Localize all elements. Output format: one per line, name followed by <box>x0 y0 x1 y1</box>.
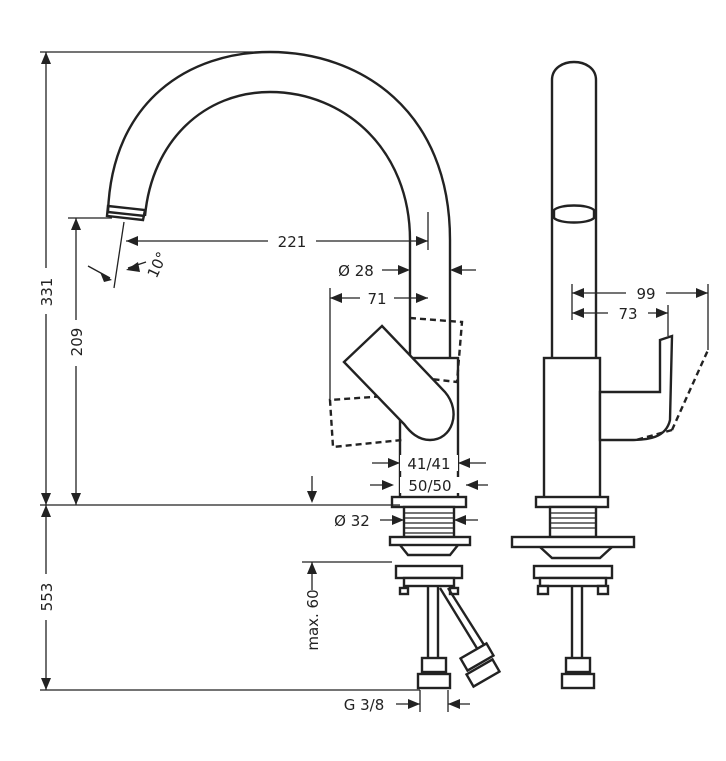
spout-inner <box>143 90 412 360</box>
aerator <box>105 204 147 222</box>
side-base-flange <box>534 495 610 509</box>
front-view <box>105 50 502 690</box>
side-mounting-plate <box>510 535 636 549</box>
side-body <box>542 356 602 500</box>
base-flange <box>390 495 468 509</box>
dim-lever-offset: 71 <box>367 290 386 308</box>
lever-dashed-left <box>328 393 403 449</box>
dim-spout-height: 209 <box>68 328 86 357</box>
lever-handle <box>342 324 455 442</box>
hose-nut-right <box>458 641 496 673</box>
dim-angle: 10° <box>144 249 172 281</box>
mounting-plate <box>388 535 472 547</box>
dim-overall-height: 331 <box>38 278 56 307</box>
supply-hose-angled <box>438 587 480 651</box>
dim-body-width-1: 41/41 <box>407 455 450 473</box>
dim-max-deck-thickness: max. 60 <box>304 589 322 650</box>
lever-dashed-up <box>404 316 464 384</box>
side-view <box>510 60 710 690</box>
side-spout <box>550 60 598 360</box>
dim-body-width-2: 50/50 <box>408 477 451 495</box>
dim-thread: G 3/8 <box>344 696 385 714</box>
spout-outer <box>106 50 452 360</box>
side-lever <box>598 334 674 442</box>
dim-base-diameter: Ø 32 <box>334 512 370 530</box>
side-lever-dashed <box>635 349 710 442</box>
dim-reach: 221 <box>278 233 307 251</box>
hose-nut-left <box>420 656 448 674</box>
dim-side-depth-2: 73 <box>618 305 637 323</box>
dim-side-depth-1: 99 <box>636 285 655 303</box>
dim-below-deck: 553 <box>38 583 56 612</box>
dim-spout-diameter: Ø 28 <box>338 262 374 280</box>
